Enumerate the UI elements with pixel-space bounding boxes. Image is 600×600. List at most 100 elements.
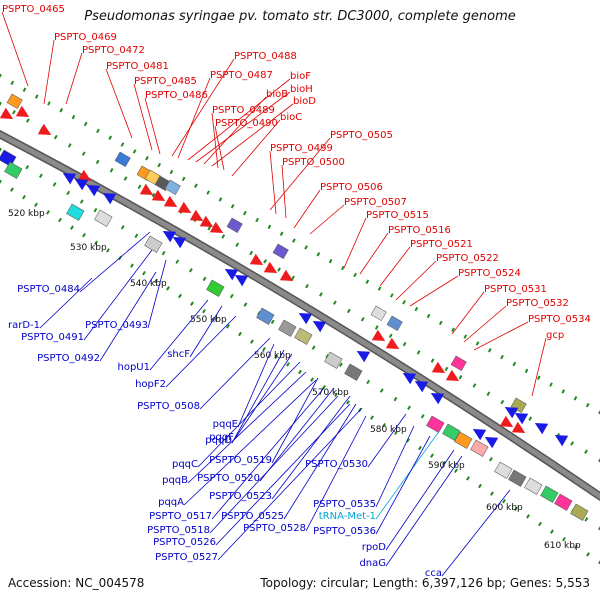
reverse-gene-label: PSPTO_0520: [197, 473, 260, 484]
forward-gene-arrow: [499, 415, 514, 427]
inner-forward-track-dot: [0, 101, 2, 107]
forward-gene-label-leader: [171, 58, 235, 157]
forward-gene-label: bioB: [266, 89, 288, 100]
inner-reverse-track-dot: [25, 164, 30, 170]
inner-forward-track-dot: [430, 358, 435, 363]
outer-forward-track-dot: [132, 149, 137, 154]
outer-reverse-track-dot: [82, 232, 86, 238]
accession-label: Accession: NC_004578: [8, 576, 145, 590]
reverse-gene-label-leader: [211, 387, 325, 520]
inner-forward-track-dot: [333, 300, 337, 305]
inner-forward-track-dot: [570, 441, 574, 446]
reverse-gene-arrow: [414, 381, 429, 393]
outer-reverse-track-dot: [298, 369, 302, 375]
forward-gene-label: PSPTO_0487: [210, 70, 273, 81]
inner-forward-track-dot: [207, 225, 212, 231]
outer-reverse-track-dot: [394, 430, 398, 436]
reverse-gene-label: pqqB: [162, 475, 188, 486]
reverse-gene-label-leader: [271, 395, 351, 500]
reverse-gene-box: [454, 431, 473, 449]
inner-reverse-track-dot: [393, 396, 398, 402]
forward-gene-label: PSPTO_0506: [320, 182, 383, 193]
forward-gene-arrow: [511, 421, 526, 433]
inner-forward-track-dot: [123, 176, 128, 181]
forward-gene-arrow: [385, 337, 400, 349]
reverse-gene-label-leader: [441, 489, 511, 577]
inner-forward-track-dot: [67, 143, 72, 148]
forward-gene-box: [386, 315, 403, 332]
inner-forward-track-dot: [53, 134, 58, 140]
reverse-gene-label-leader: [283, 403, 357, 520]
reverse-gene-arrow: [162, 231, 177, 243]
outer-forward-track-dot: [120, 142, 125, 147]
reverse-gene-label: shcF: [167, 349, 190, 360]
outer-forward-track-dot: [96, 128, 100, 134]
reverse-gene-label: PSPTO_0492: [37, 353, 100, 364]
outer-reverse-track-dot: [94, 240, 98, 246]
outer-reverse-track-dot: [130, 263, 134, 268]
forward-gene-label-leader: [473, 321, 529, 351]
outer-reverse-track-dot: [346, 400, 350, 405]
inner-reverse-track-dot: [270, 319, 275, 325]
outer-reverse-track-dot: [586, 552, 590, 557]
reverse-gene-label-leader: [39, 277, 93, 329]
reverse-gene-label-leader: [375, 435, 431, 535]
outer-forward-track-dot: [438, 320, 443, 326]
outer-reverse-track-dot: [178, 293, 182, 299]
outer-forward-track-dot: [108, 135, 113, 140]
outer-reverse-track-dot: [442, 460, 446, 466]
outer-forward-track-dot: [402, 300, 406, 305]
inner-reverse-track-dot: [584, 517, 589, 522]
forward-gene-label-leader: [231, 119, 281, 177]
reverse-gene-box: [4, 161, 23, 179]
outer-reverse-track-dot: [190, 301, 194, 306]
outer-forward-track-dot: [230, 204, 235, 209]
outer-reverse-track-dot: [430, 453, 434, 458]
reverse-gene-box: [0, 149, 17, 167]
outer-reverse-track-dot: [154, 278, 158, 284]
reverse-gene-box: [324, 351, 343, 369]
reverse-gene-label: PSPTO_0519: [209, 455, 272, 466]
reverse-gene-label-leader: [231, 349, 285, 444]
forward-gene-arrow: [209, 221, 224, 233]
outer-reverse-track-dot: [10, 187, 14, 192]
outer-reverse-track-dot: [514, 506, 518, 512]
forward-gene-label: PSPTO_0522: [436, 253, 499, 264]
reverse-gene-label-leader: [367, 413, 407, 468]
reverse-gene-box: [442, 423, 461, 441]
inner-forward-track-dot: [346, 308, 351, 314]
reverse-gene-box: [206, 279, 225, 297]
reverse-gene-label: PSPTO_0491: [21, 332, 84, 343]
map-title: Pseudomonas syringae pv. tomato str. DC3…: [84, 9, 516, 24]
outer-reverse-track-dot: [142, 270, 146, 276]
reverse-gene-arrow: [298, 313, 313, 325]
reverse-gene-arrow: [312, 321, 327, 333]
forward-gene-label-leader: [451, 291, 485, 335]
outer-forward-track-dot: [292, 238, 296, 243]
reverse-gene-label-leader: [385, 455, 463, 567]
forward-gene-arrow: [249, 253, 264, 265]
outer-forward-track-dot: [34, 94, 39, 99]
inner-forward-track-dot: [81, 151, 86, 156]
reverse-gene-arrow: [234, 275, 249, 287]
forward-gene-label: bioF: [290, 71, 311, 82]
outer-forward-track-dot: [573, 396, 578, 401]
outer-reverse-track-dot: [418, 445, 422, 451]
reverse-gene-box: [294, 327, 313, 345]
forward-gene-box: [164, 179, 181, 196]
forward-gene-label-leader: [133, 83, 153, 151]
inner-forward-track-dot: [291, 275, 295, 281]
outer-forward-track-dot: [524, 368, 529, 374]
inner-reverse-track-dot: [120, 225, 125, 230]
rna-gene-label: tRNA-Met-1: [319, 511, 376, 522]
reverse-gene-label: hopF2: [135, 379, 166, 390]
backbone: [0, 131, 600, 500]
outer-forward-track-dot: [475, 341, 480, 346]
outer-reverse-track-dot: [0, 179, 2, 185]
outer-reverse-track-dot: [562, 536, 566, 542]
outer-forward-track-dot: [22, 87, 27, 92]
reverse-gene-box: [540, 485, 559, 503]
reverse-gene-label-leader: [375, 425, 415, 508]
reverse-gene-label-leader: [233, 353, 293, 441]
forward-gene-label-leader: [269, 137, 331, 211]
